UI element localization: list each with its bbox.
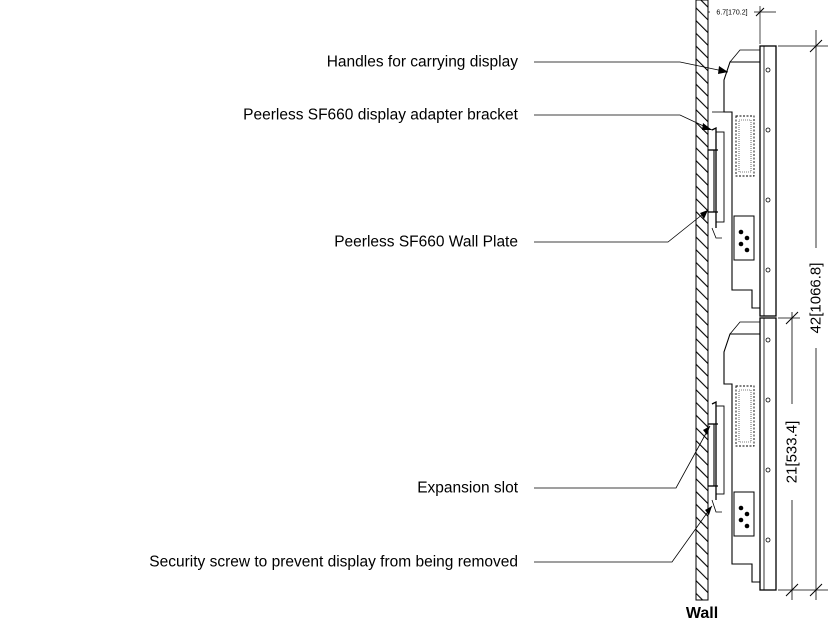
dimension-unit-height: 21[533.4] xyxy=(778,311,801,600)
callout-arrowheads xyxy=(700,66,728,515)
callout-wall-plate: Peerless SF660 Wall Plate xyxy=(334,234,518,251)
dimension-depth: 6.7[170.2] xyxy=(707,6,776,44)
unit-height-label: 21[533.4] xyxy=(784,421,801,484)
callout-handles: Handles for carrying display xyxy=(327,54,519,71)
mount-lower xyxy=(707,400,725,513)
wall-label: Wall xyxy=(686,605,718,622)
callout-expansion-slot: Expansion slot xyxy=(417,480,519,497)
display-upper xyxy=(712,45,777,317)
display-lower xyxy=(723,317,777,591)
callout-adapter-bracket: Peerless SF660 display adapter bracket xyxy=(243,107,519,124)
dimension-total-height: 42[1066.8] xyxy=(778,30,828,600)
callout-security-screw: Security screw to prevent display from b… xyxy=(149,554,518,571)
depth-dimension-label: 6.7[170.2] xyxy=(716,10,747,17)
wall xyxy=(695,0,709,601)
callout-leaders xyxy=(534,61,729,563)
total-height-label: 42[1066.8] xyxy=(808,263,825,334)
mount-upper xyxy=(707,126,725,239)
